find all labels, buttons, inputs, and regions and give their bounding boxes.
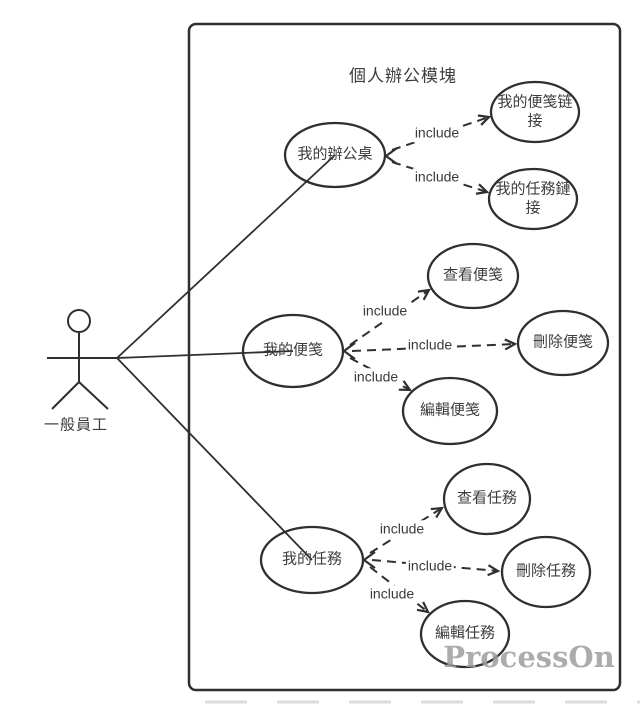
label-line-2: 接 [525,199,541,216]
association-actor-my-tasks [116,357,313,561]
usecase-label-edit-tasks: 編輯任務 [434,624,496,642]
system-boundary-box [187,22,622,692]
include-label-notes-delete: include [405,336,455,354]
usecase-ellipse-view-notes [426,242,520,310]
back-arrowhead-my-tasks-icon [362,551,376,569]
include-label-tasks-edit: include [367,585,417,603]
label-line-2: 接 [527,112,543,129]
usecase-label-my-tasks-link: 我的任務鏈 接 [495,180,570,218]
usecase-ellipse-my-notes-link [489,80,581,144]
association-lines [116,154,336,561]
include-label-desk-tasks-link: include [412,168,462,186]
usecase-label-edit-notes: 編輯便笺 [419,401,481,419]
usecase-label-my-tasks: 我的任務 [281,550,343,568]
include-label-notes-view: include [360,302,410,320]
usecase-ellipses [241,80,610,669]
include-label-tasks-view: include [377,520,427,538]
usecase-label-my-notes: 我的便笺 [262,341,324,359]
back-arrowhead-my-notes-icon [342,342,356,360]
usecase-ellipse-my-tasks-link [487,167,579,231]
association-actor-my-desk [116,154,336,359]
hub-chevrons [342,147,398,569]
actor-label: 一般員工 [43,416,109,434]
usecase-ellipse-my-desk [283,121,387,189]
usecase-label-view-tasks: 查看任務 [456,489,518,507]
usecase-ellipse-delete-tasks [500,535,592,609]
usecase-label-delete-notes: 刪除便笺 [532,333,594,351]
actor-left-leg [51,381,80,410]
usecase-label-my-notes-link: 我的便笺链 接 [497,93,572,131]
usecase-ellipse-edit-notes [401,376,499,446]
label-line-1: 我的任務鏈 [495,180,571,198]
usecase-label-my-desk: 我的辦公桌 [297,145,373,163]
back-arrowhead-my-desk-icon [384,147,398,165]
usecase-label-view-notes: 查看便笺 [442,266,504,284]
usecase-ellipse-delete-notes [516,309,610,377]
system-boundary-title: 個人辦公模塊 [349,66,457,86]
usecase-ellipse-edit-tasks [419,599,511,669]
include-label-tasks-delete: include [405,557,455,575]
label-line-1: 我的便笺链 [497,93,573,111]
usecase-ellipse-view-tasks [442,462,532,536]
actor-right-leg [78,381,109,410]
association-actor-my-notes [116,350,294,359]
usecase-label-delete-tasks: 刪除任務 [515,562,577,580]
include-label-notes-edit: include [351,368,401,386]
include-label-desk-notes-link: include [412,124,462,142]
actor-head [67,309,91,333]
actor-stick-figure-icon [47,309,117,410]
